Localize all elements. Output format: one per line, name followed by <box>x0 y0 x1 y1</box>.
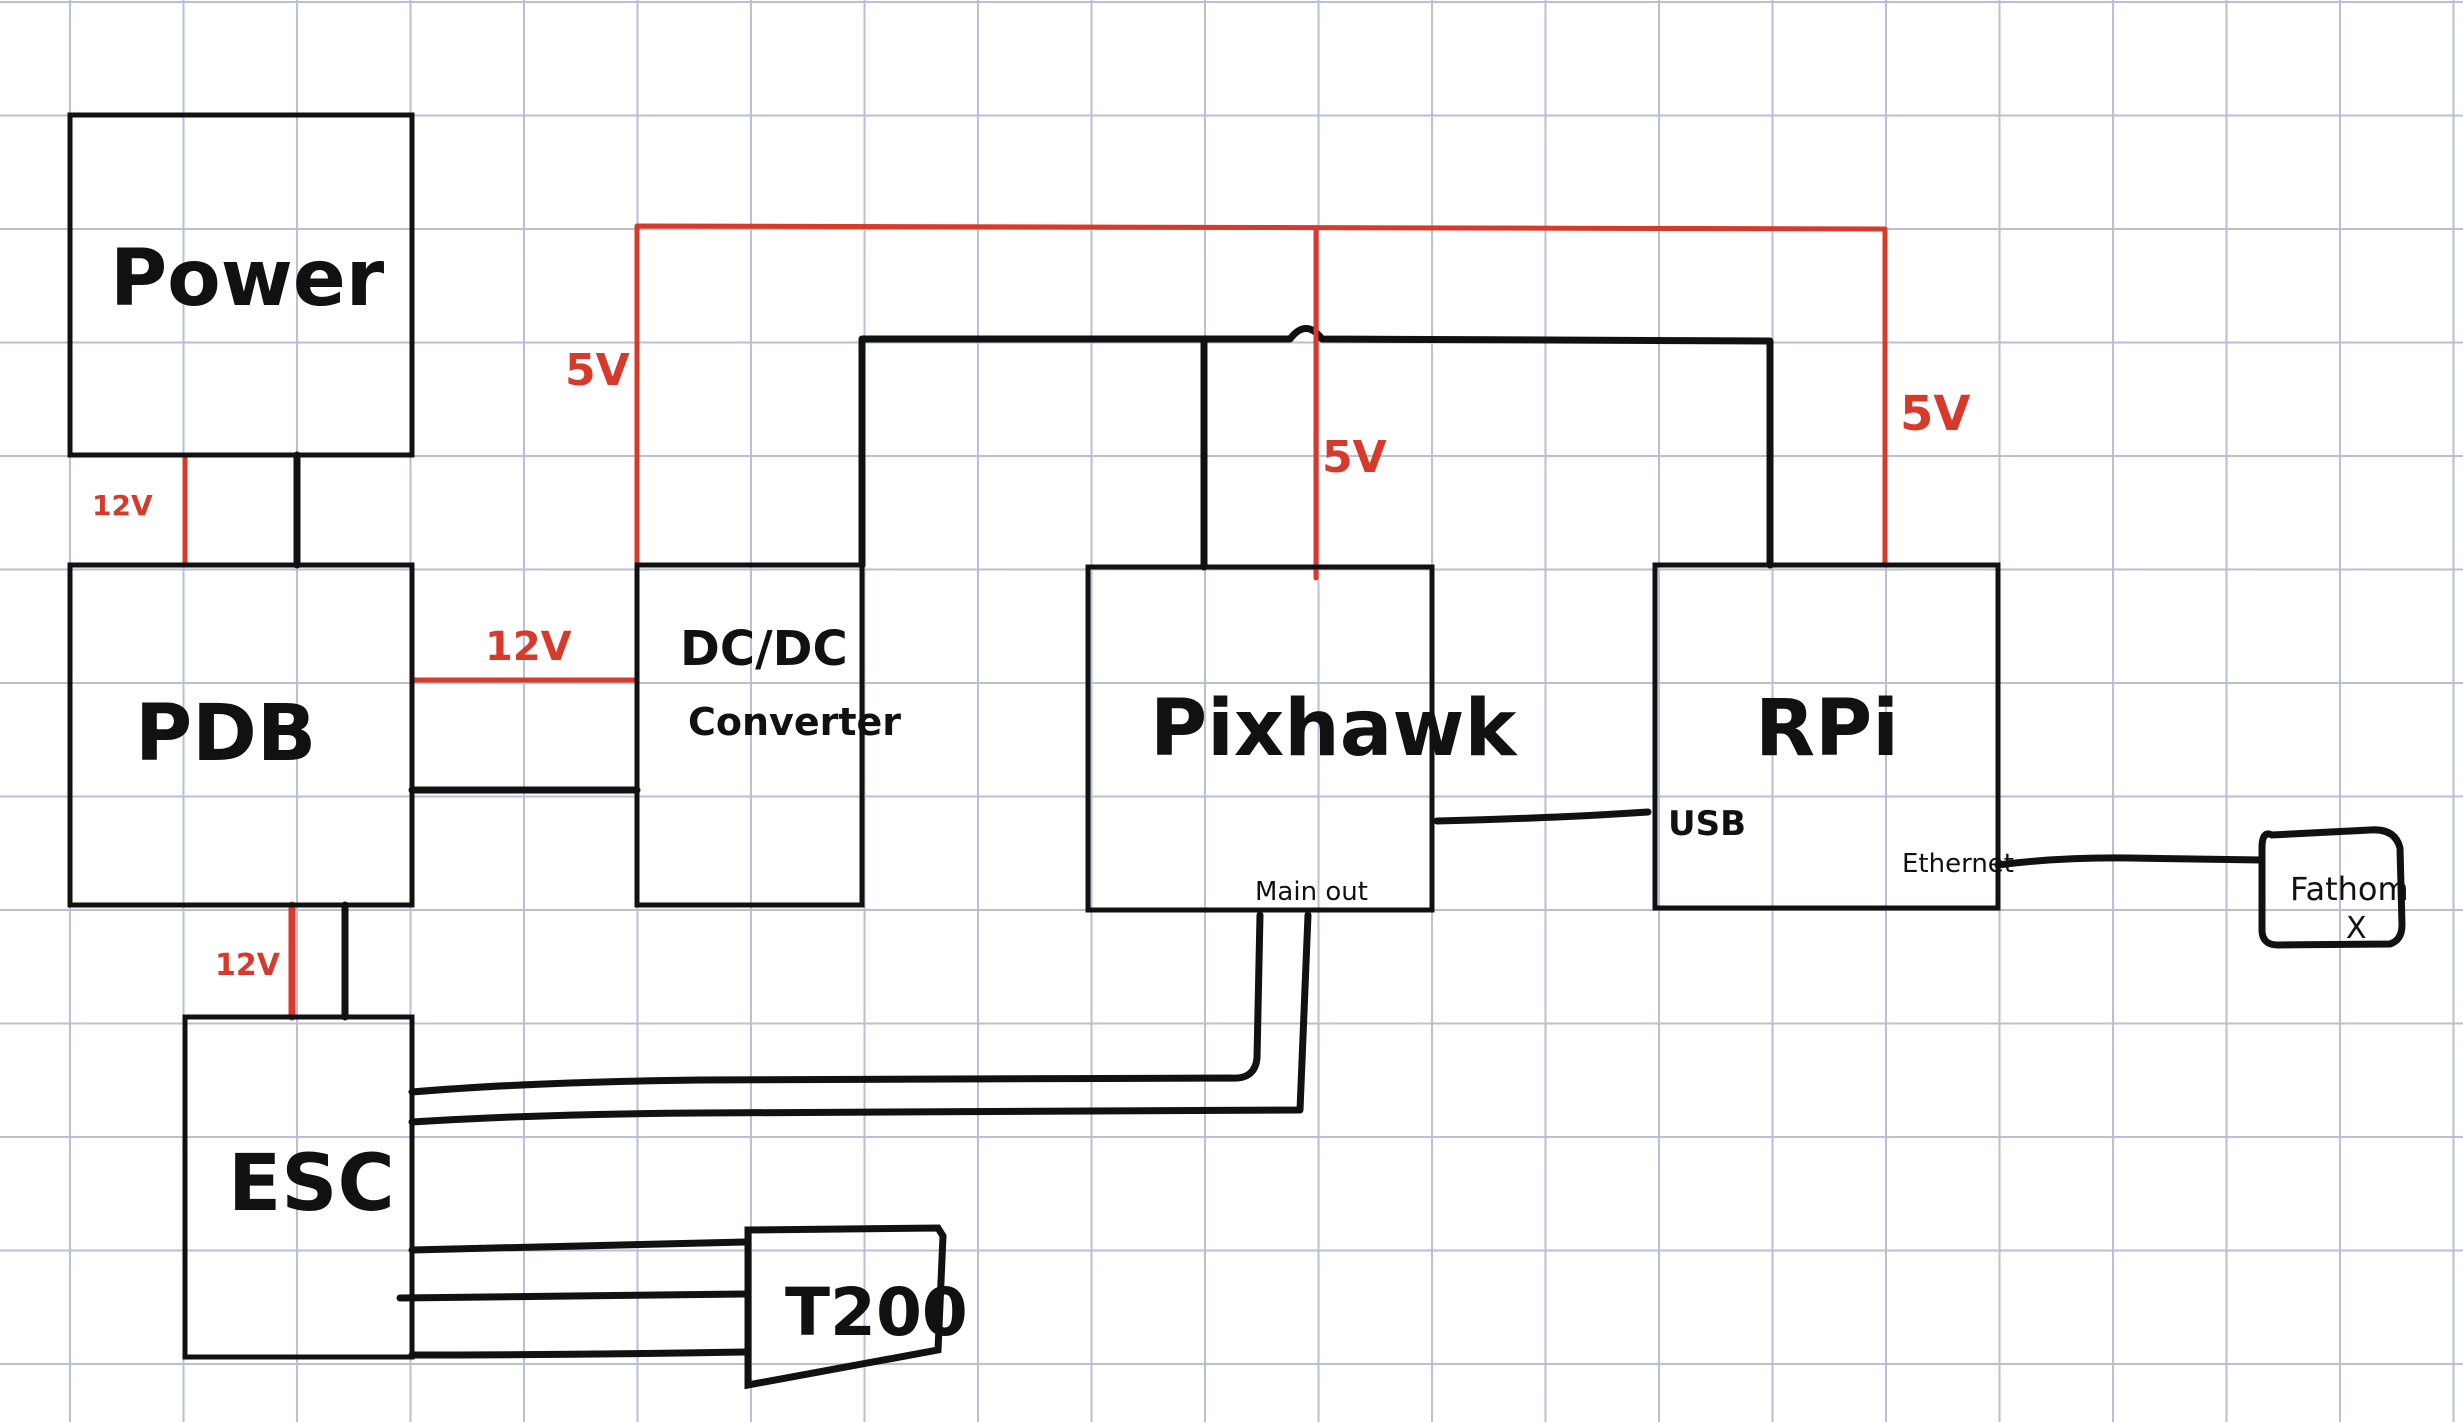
voltage-rpi-in: 5V <box>1900 386 1971 442</box>
voltage-power-pdb: 12V <box>92 489 153 522</box>
wire-dcdc-ground-bus <box>858 325 1774 569</box>
dcdc-label-line1: DC/DC <box>680 621 848 677</box>
esc-label: ESC <box>228 1139 395 1229</box>
rpi-usb-label: USB <box>1668 804 1746 844</box>
pdb-label: PDB <box>135 689 316 779</box>
wire-dcdc-5v-bus <box>634 223 1888 568</box>
wire-pixhawk-esc-signal-2 <box>408 911 1312 1126</box>
wire-rpi-fathom-ethernet <box>1994 854 2266 869</box>
power-label: Power <box>110 234 385 324</box>
wire-esc-t200-1 <box>408 1238 749 1254</box>
block-labels: Power PDB DC/DC Converter Pixhawk RPi ES… <box>110 234 2409 1351</box>
fathom-label-line1: Fathom <box>2290 870 2409 908</box>
rpi-ethernet-label: Ethernet <box>1902 849 2014 879</box>
voltage-labels: 12V 12V 12V 5V 5V 5V <box>92 345 1971 983</box>
red-wires <box>182 223 1888 1021</box>
fathom-label-line2: X <box>2346 911 2367 946</box>
t200-block <box>744 1224 947 1390</box>
voltage-dcdc-out: 5V <box>565 345 630 396</box>
wire-esc-t200-2 <box>396 1290 749 1302</box>
t200-label: T200 <box>785 1274 968 1351</box>
rpi-block <box>1652 562 2001 911</box>
wire-esc-t200-3 <box>408 1348 749 1359</box>
dcdc-converter-block <box>634 562 865 908</box>
voltage-pdb-dcdc: 12V <box>485 624 572 670</box>
esc-block <box>182 1014 415 1360</box>
voltage-pdb-esc: 12V <box>215 948 281 983</box>
voltage-pixhawk-in: 5V <box>1322 432 1387 483</box>
dcdc-label-line2: Converter <box>688 700 901 744</box>
blocks <box>67 112 2406 1390</box>
port-labels: Main out USB Ethernet <box>1255 804 2014 907</box>
power-block <box>67 112 415 458</box>
wire-pixhawk-rpi-usb <box>1433 808 1652 825</box>
pixhawk-main-out-label: Main out <box>1255 877 1368 907</box>
rpi-label: RPi <box>1755 684 1899 774</box>
fathom-x-block <box>2258 826 2406 949</box>
black-wires <box>293 325 2266 1359</box>
pdb-block <box>67 562 415 908</box>
wire-pixhawk-esc-signal-1 <box>408 911 1264 1096</box>
pixhawk-block <box>1085 564 1435 913</box>
pixhawk-label: Pixhawk <box>1150 684 1518 774</box>
